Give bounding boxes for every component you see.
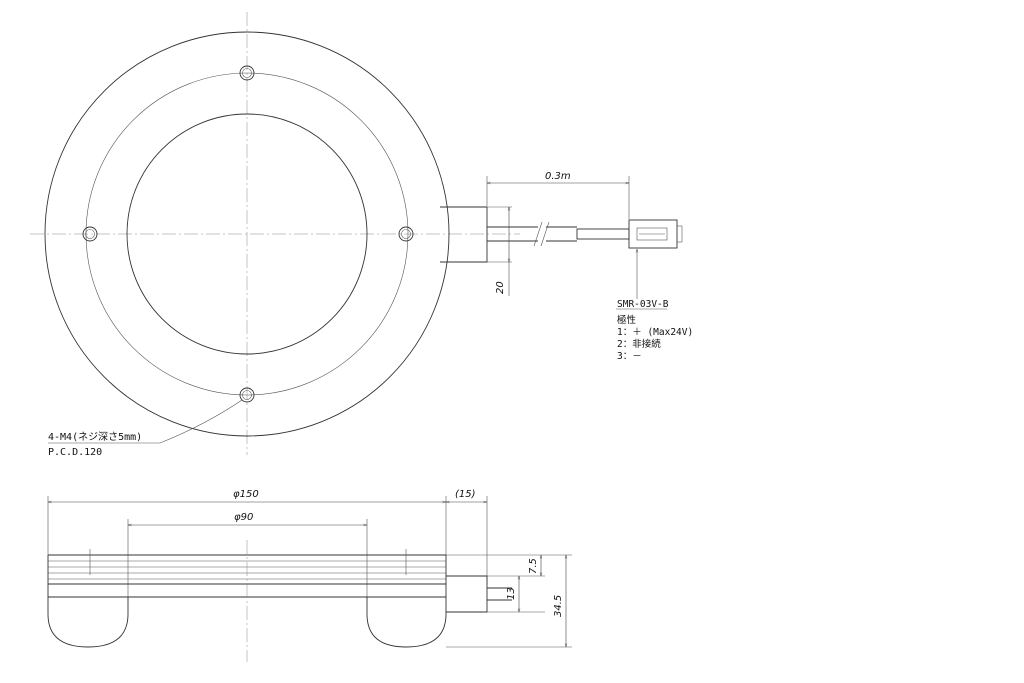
pin-1-label: 1：＋ (Max24V) bbox=[617, 327, 693, 338]
side-cable-housing bbox=[446, 575, 512, 613]
dim-13-label: 13 bbox=[506, 587, 517, 600]
mount-hole-left bbox=[82, 226, 98, 242]
pin-3-label: 3：－ bbox=[617, 351, 642, 362]
outer-diameter-label: φ150 bbox=[233, 489, 259, 500]
pcd-circle bbox=[85, 72, 409, 396]
polarity-title: 極性 bbox=[617, 314, 637, 326]
mount-hole-right bbox=[398, 226, 414, 242]
dim-34-5-label: 34.5 bbox=[553, 595, 564, 617]
inner-ring-circle bbox=[126, 113, 368, 355]
housing-offset-label: (15) bbox=[455, 489, 476, 500]
dim-7-5-label: 7.5 bbox=[528, 558, 539, 574]
mount-hole-bottom bbox=[239, 387, 255, 403]
cable bbox=[487, 221, 630, 247]
connector-label: SMR-03V-B bbox=[617, 299, 669, 310]
cable-housing bbox=[440, 206, 488, 263]
ring-side-body bbox=[47, 540, 447, 662]
side-view: φ150 (15) φ90 bbox=[47, 489, 572, 662]
cable-length-label: 0.3m bbox=[545, 171, 571, 182]
outer-ring-circle bbox=[44, 31, 450, 437]
top-view: 0.3m 20 SMR-03V-B 極性 1：＋ (Max24V) 2：非接続 … bbox=[30, 12, 693, 458]
connector-icon bbox=[628, 219, 683, 249]
pin-2-label: 2：非接続 bbox=[617, 338, 661, 350]
pcd-label: P.C.D.120 bbox=[48, 447, 102, 458]
mount-hole-top bbox=[239, 65, 255, 81]
mount-hole-leader bbox=[48, 399, 243, 444]
housing-width-label: 20 bbox=[495, 281, 506, 294]
mount-hole-label: 4-M4(ネジ深さ5mm) bbox=[48, 431, 142, 443]
inner-diameter-label: φ90 bbox=[234, 512, 253, 523]
